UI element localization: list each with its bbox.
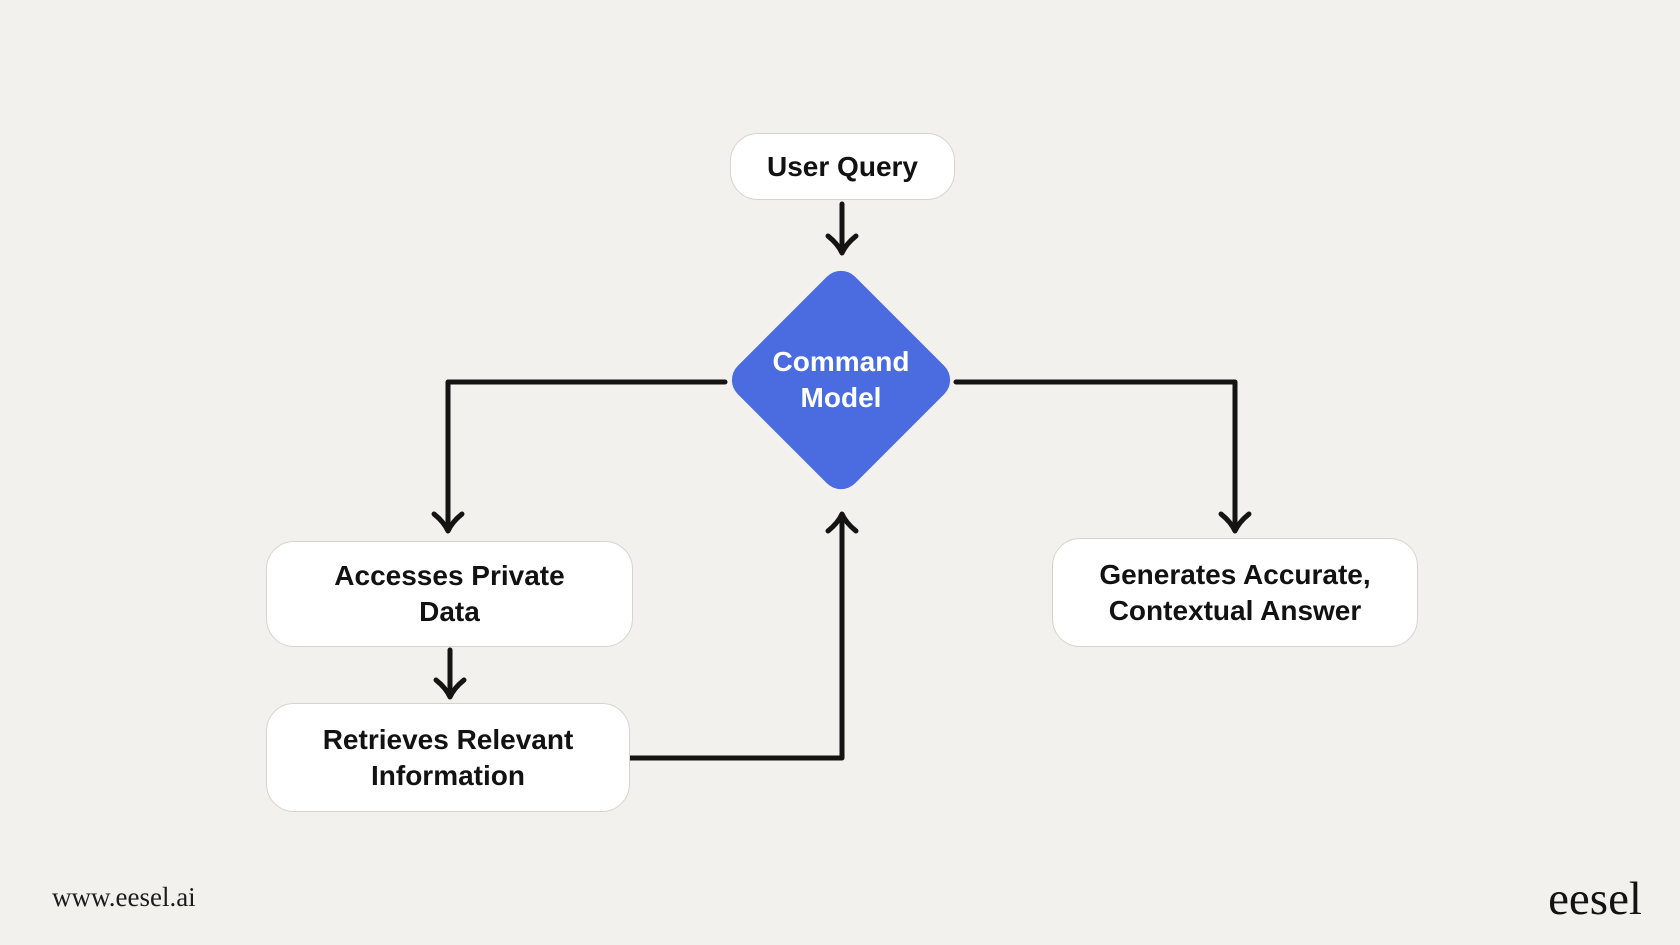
- node-generates-contextual-answer: Generates Accurate, Contextual Answer: [1052, 538, 1418, 647]
- arrowhead-into-generates: [1218, 511, 1252, 534]
- node-retrieves-relevant-information: Retrieves Relevant Information: [266, 703, 630, 812]
- connector-group: [431, 201, 1252, 761]
- arrowhead-into-accesses: [431, 511, 465, 534]
- arrowhead-up-into-command-model: [825, 511, 859, 534]
- arrowhead-into-retrieves: [433, 677, 467, 700]
- website-url: www.eesel.ai: [52, 882, 196, 912]
- connector-command-model-to-generates: [953, 379, 1238, 529]
- arrowhead-into-command-model: [825, 233, 859, 256]
- node-command-model-label: Command Model: [772, 346, 910, 413]
- node-accesses-private-data: Accesses Private Data: [266, 541, 633, 647]
- brand-wordmark: eesel: [1548, 873, 1642, 925]
- connector-command-model-to-accesses: [445, 379, 728, 529]
- connector-retrieves-to-command-model: [627, 516, 845, 761]
- node-user-query: User Query: [730, 133, 955, 200]
